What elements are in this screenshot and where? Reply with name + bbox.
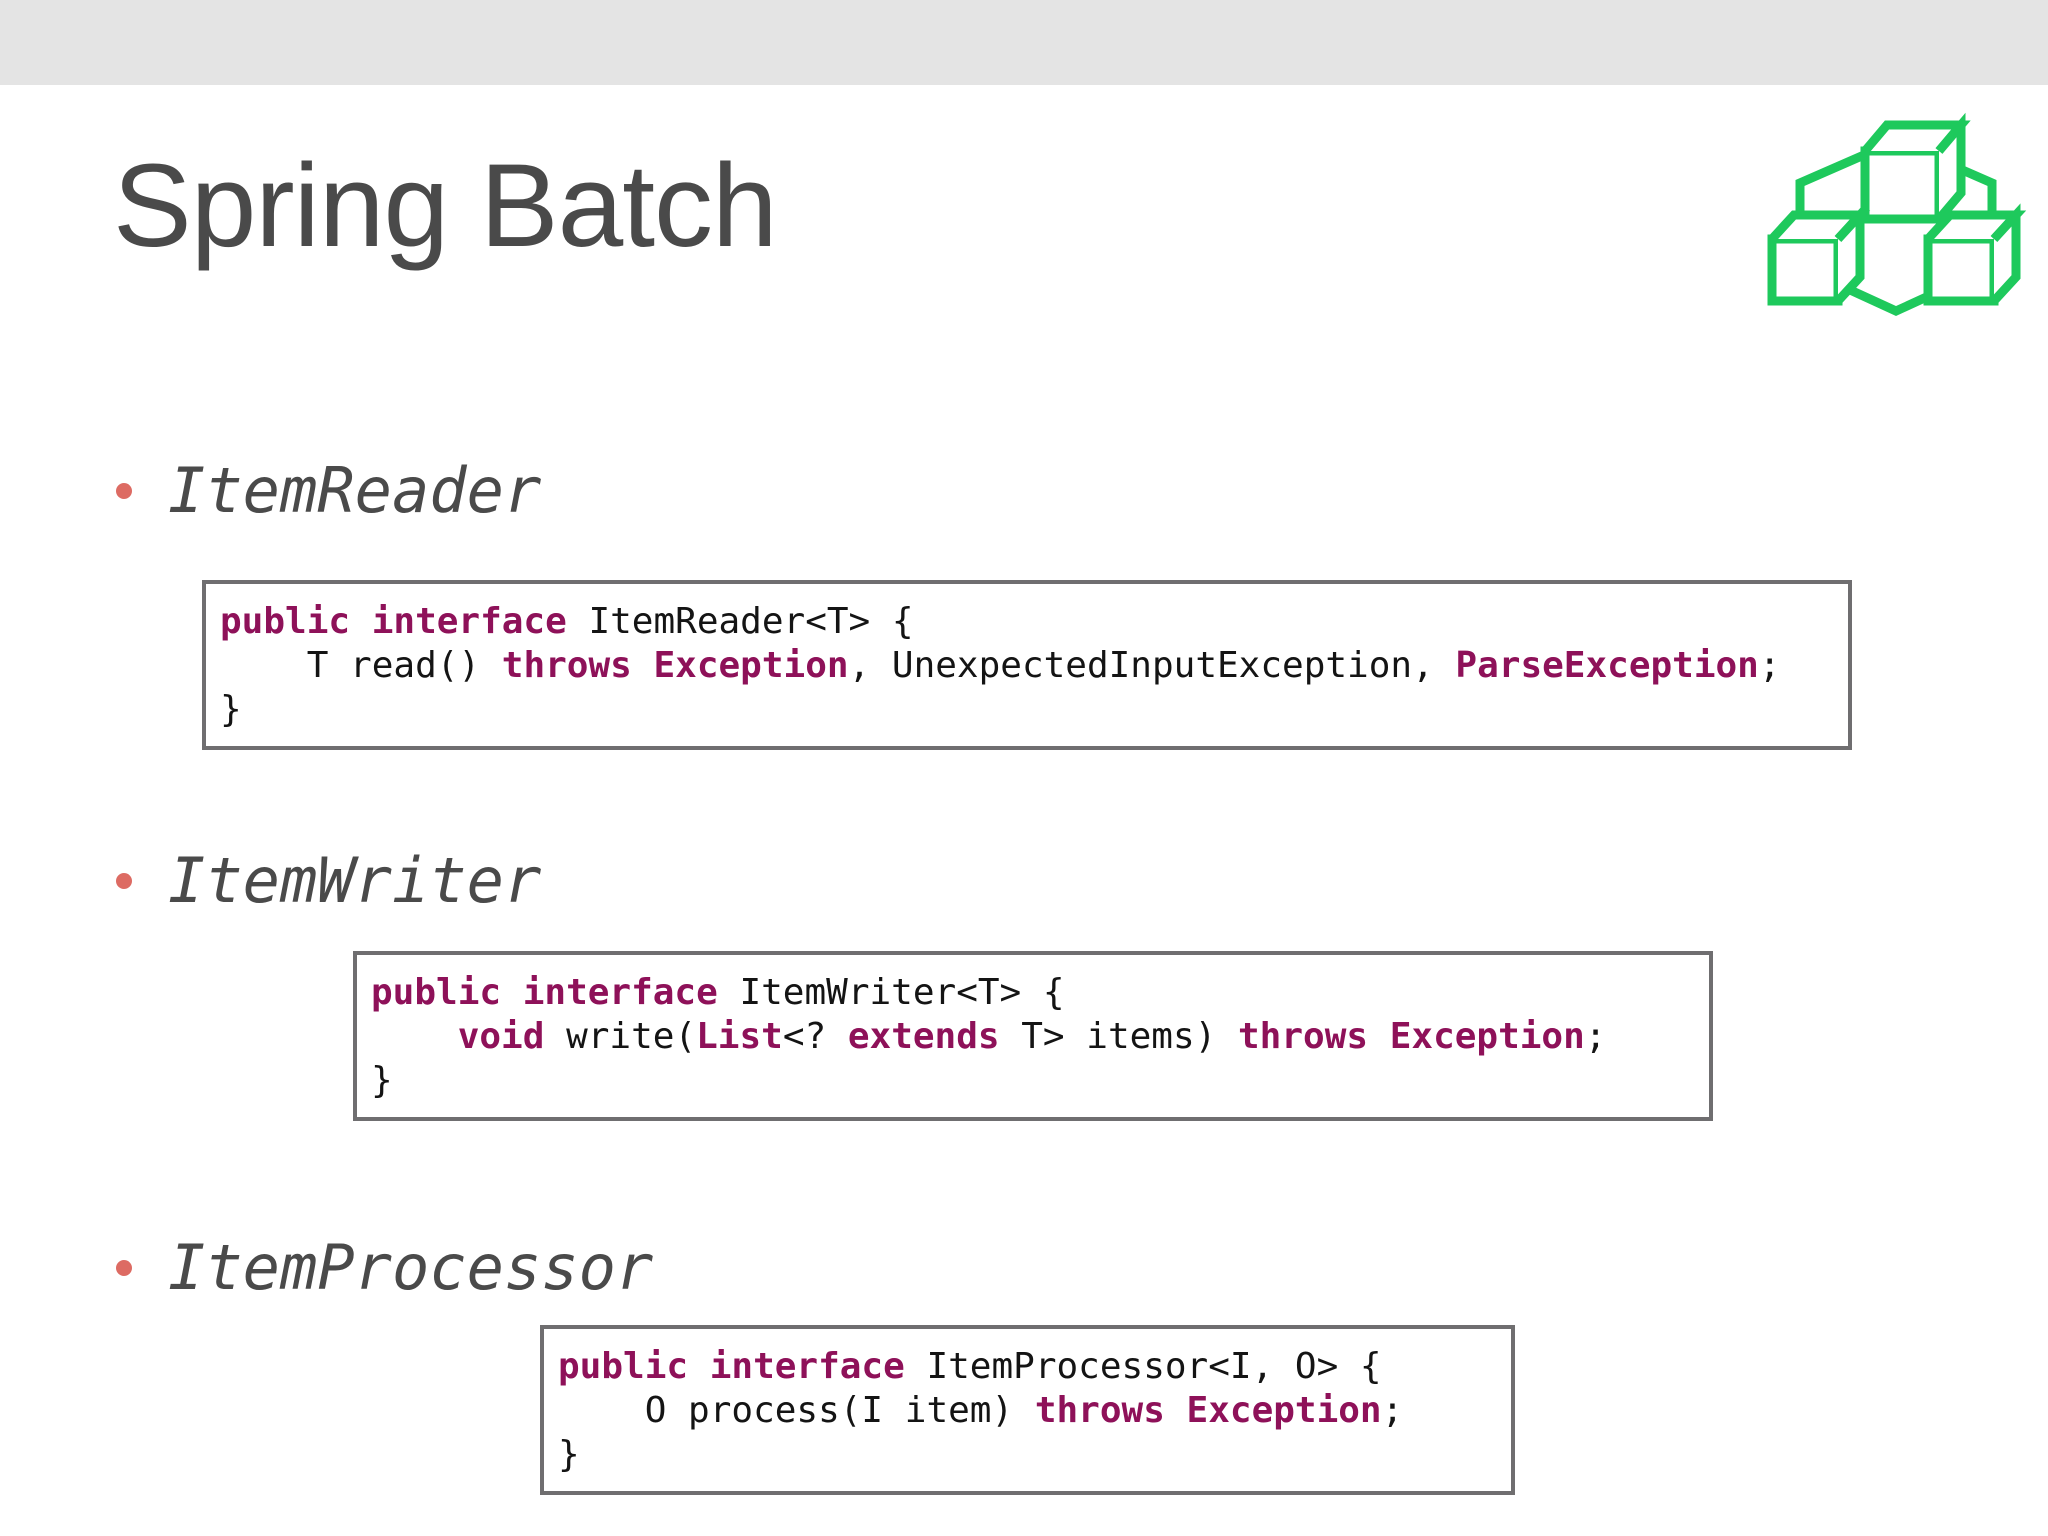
bullet-label: ItemProcessor xyxy=(168,1231,654,1304)
bullet-item-itemreader: ItemReader xyxy=(116,458,541,523)
bullet-item-itemprocessor: ItemProcessor xyxy=(116,1235,653,1300)
code-block-itemwriter: public interface ItemWriter<T> { void wr… xyxy=(353,951,1713,1121)
bullet-item-itemwriter: ItemWriter xyxy=(116,848,541,913)
bullet-label: ItemWriter xyxy=(168,844,542,917)
code-block-itemprocessor: public interface ItemProcessor<I, O> { O… xyxy=(540,1325,1515,1495)
page-title: Spring Batch xyxy=(113,140,778,272)
slide-canvas: Spring Batch ItemReader xyxy=(0,85,2048,1536)
bullet-dot-icon xyxy=(116,872,132,889)
spring-batch-cubes-logo xyxy=(1762,105,2030,325)
bullet-dot-icon xyxy=(116,1259,132,1276)
bullet-dot-icon xyxy=(116,482,132,499)
window-top-bar xyxy=(0,0,2048,85)
code-block-itemreader: public interface ItemReader<T> { T read(… xyxy=(202,580,1852,750)
bullet-label: ItemReader xyxy=(168,454,542,527)
